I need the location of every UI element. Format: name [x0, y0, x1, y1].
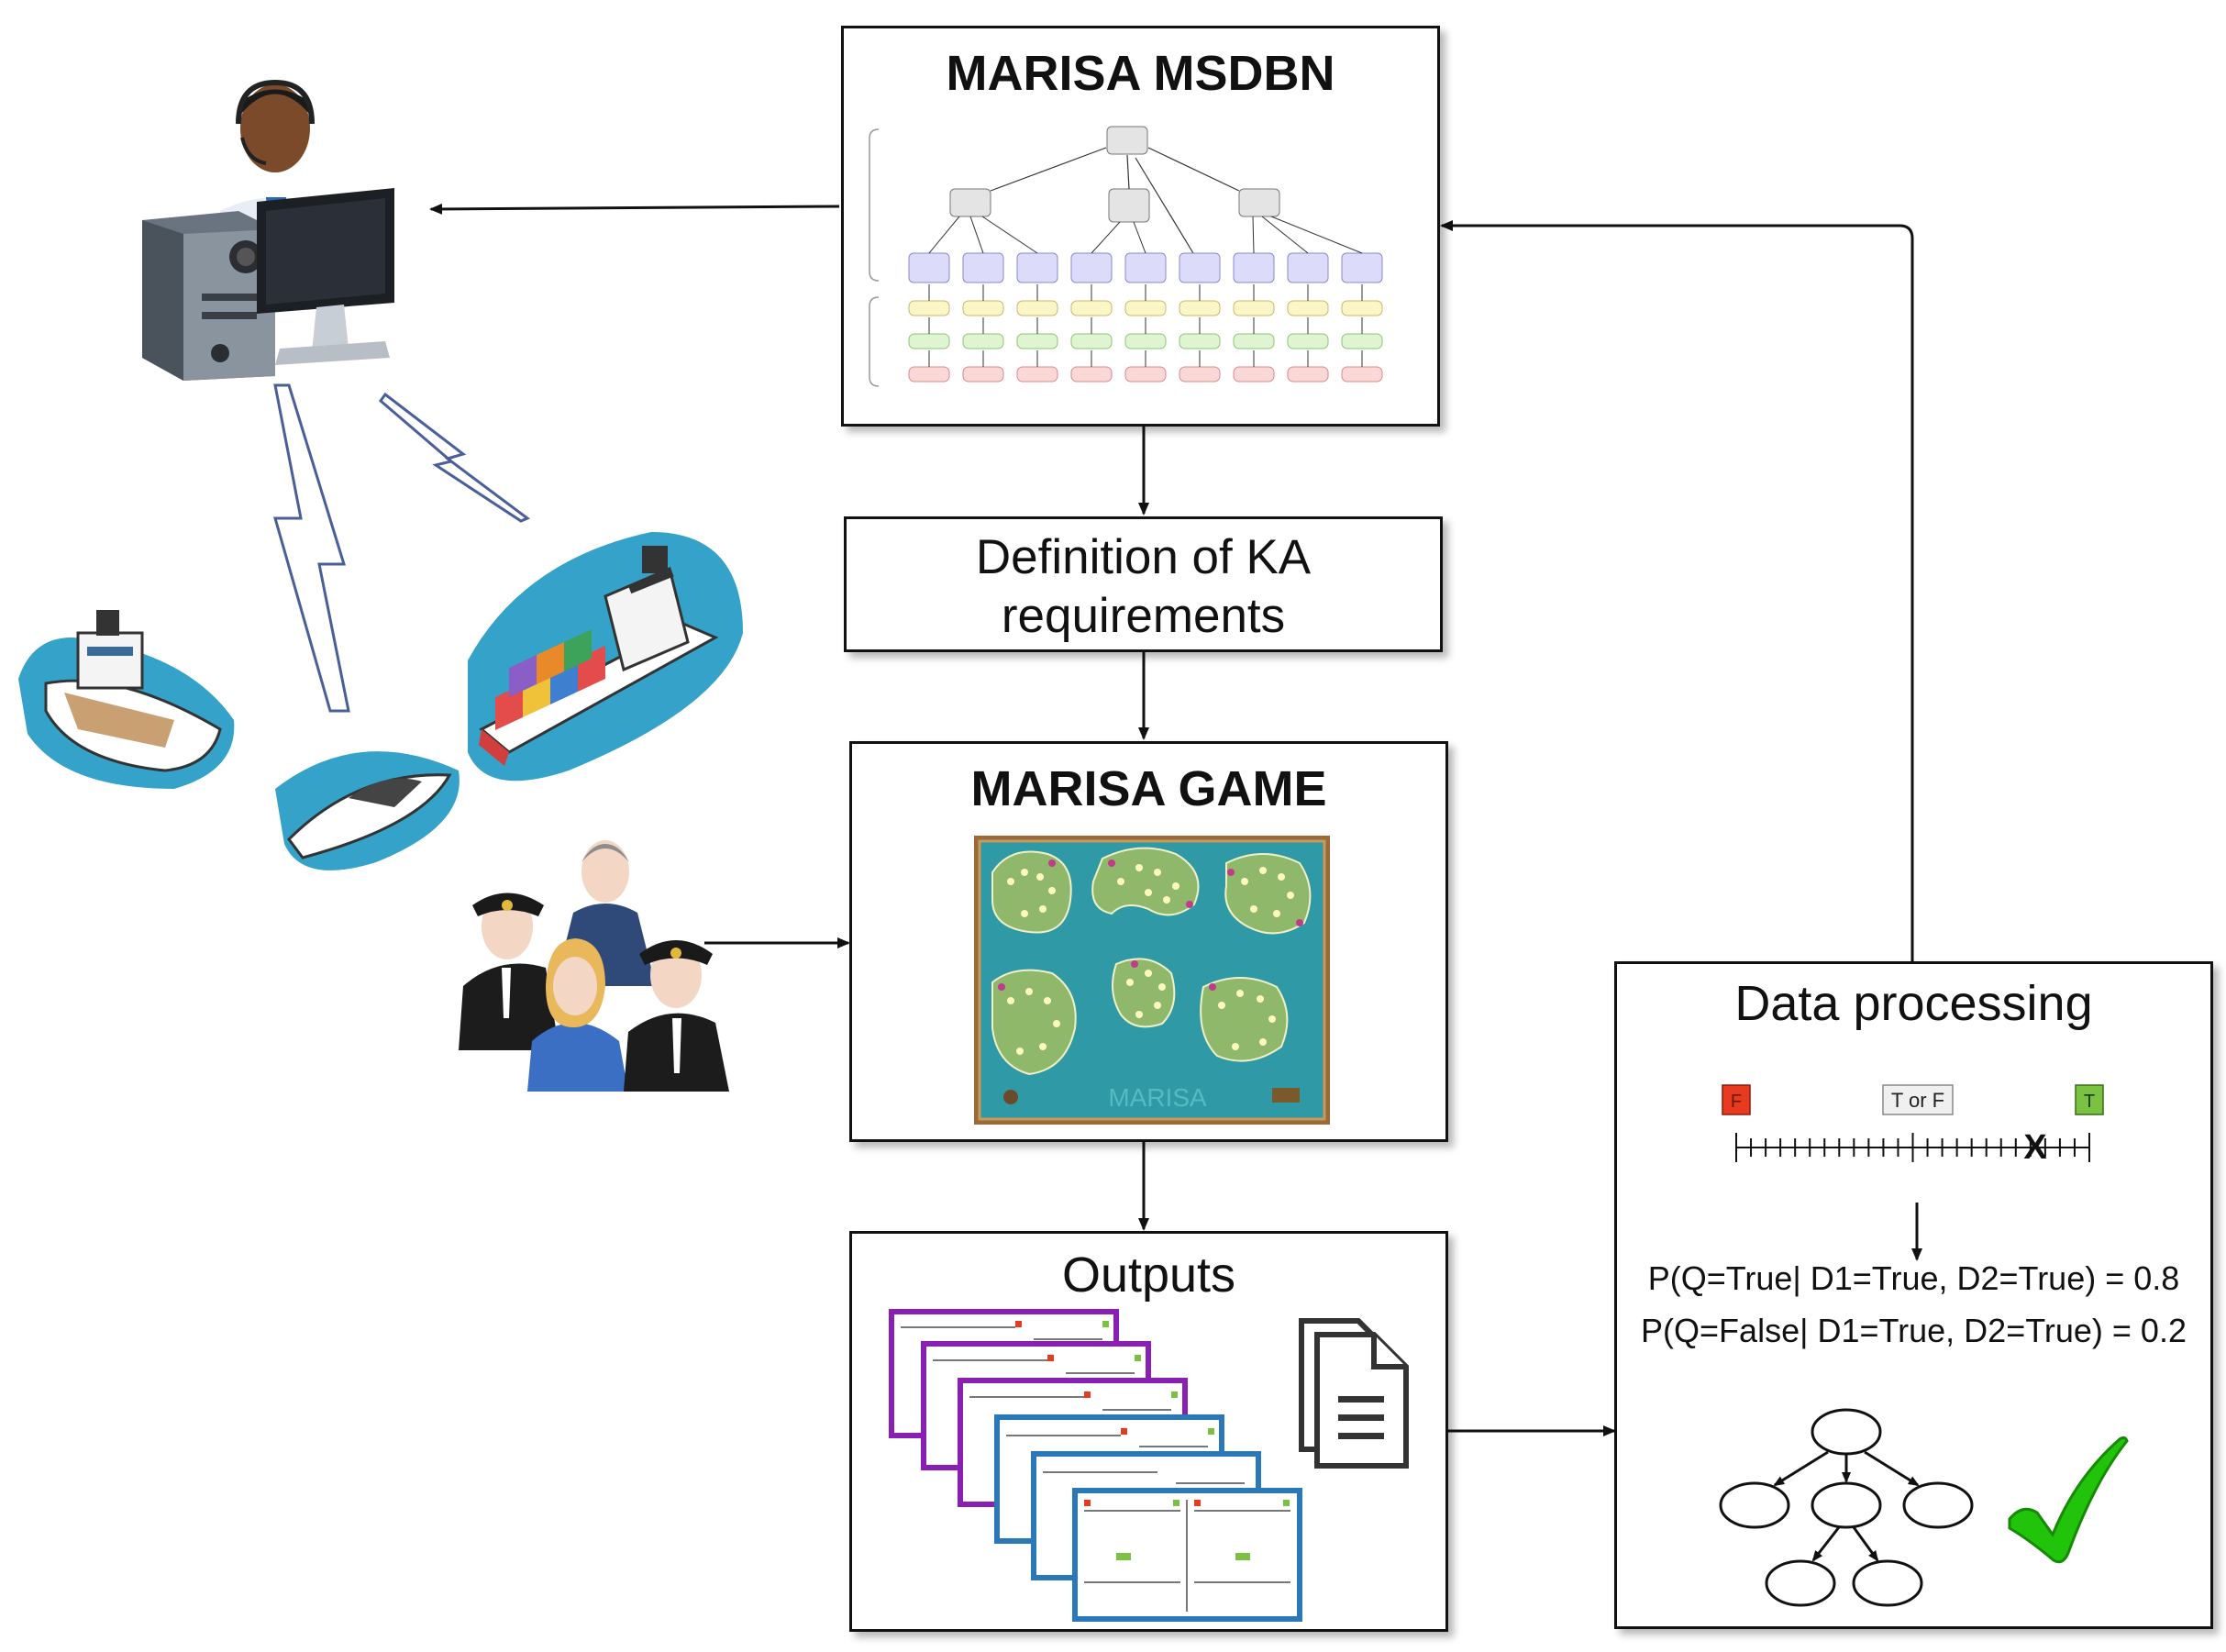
- maritime-crew-icon: [459, 840, 729, 1092]
- scale-middle-label: T or F: [1891, 1089, 1944, 1112]
- scale-false-badge: [1722, 1084, 1751, 1115]
- requirements-text: Definition of KA requirements: [847, 528, 1440, 646]
- output-cards-stack: [889, 1309, 1302, 1622]
- requirements-box: Definition of KA requirements: [844, 516, 1443, 652]
- requirements-line1: Definition of KA: [975, 530, 1312, 584]
- outputs-title: Outputs: [1061, 1247, 1236, 1303]
- outputs-box: Outputs: [849, 1231, 1448, 1632]
- arrow-processing-to-msdbn: [1440, 220, 1914, 961]
- scale-false-label: F: [1731, 1092, 1742, 1112]
- game-board-image: MARISA: [974, 836, 1330, 1125]
- processing-title: Data processing: [1734, 976, 2093, 1031]
- arrow-msdbn-to-operator: [429, 203, 840, 215]
- game-board-label: MARISA: [1108, 1083, 1207, 1112]
- game-title: MARISA GAME: [970, 761, 1327, 816]
- formula-false: P(Q=False| D1=True, D2=True) = 0.2: [1641, 1312, 2187, 1349]
- scale-middle-badge: [1882, 1084, 1954, 1115]
- scale-marker: X: [2023, 1128, 2047, 1167]
- bayesian-network-thumbnail: [869, 126, 1383, 387]
- processing-box: Data processing F T or F T X P(Q=True| D…: [1614, 961, 2213, 1629]
- bayesian-network-icon: [1719, 1408, 1974, 1607]
- operator-workstation-icon: [142, 79, 394, 381]
- requirements-line2: requirements: [1001, 589, 1286, 643]
- checkmark-icon: [2008, 1436, 2129, 1564]
- probability-scale: F T or F T X: [1722, 1084, 2104, 1261]
- wireless-signal-icon: [273, 383, 530, 713]
- document-stack-icon: [1299, 1318, 1409, 1469]
- formula-true: P(Q=True| D1=True, D2=True) = 0.8: [1647, 1259, 2180, 1297]
- scale-true-label: T: [2084, 1092, 2095, 1112]
- game-box: MARISA GAME: [849, 741, 1448, 1142]
- msdbn-title: MARISA MSDBN: [946, 46, 1335, 101]
- scale-true-badge: [2075, 1084, 2104, 1115]
- ships-illustration: [18, 532, 743, 870]
- msdbn-box: MARISA MSDBN: [841, 26, 1440, 427]
